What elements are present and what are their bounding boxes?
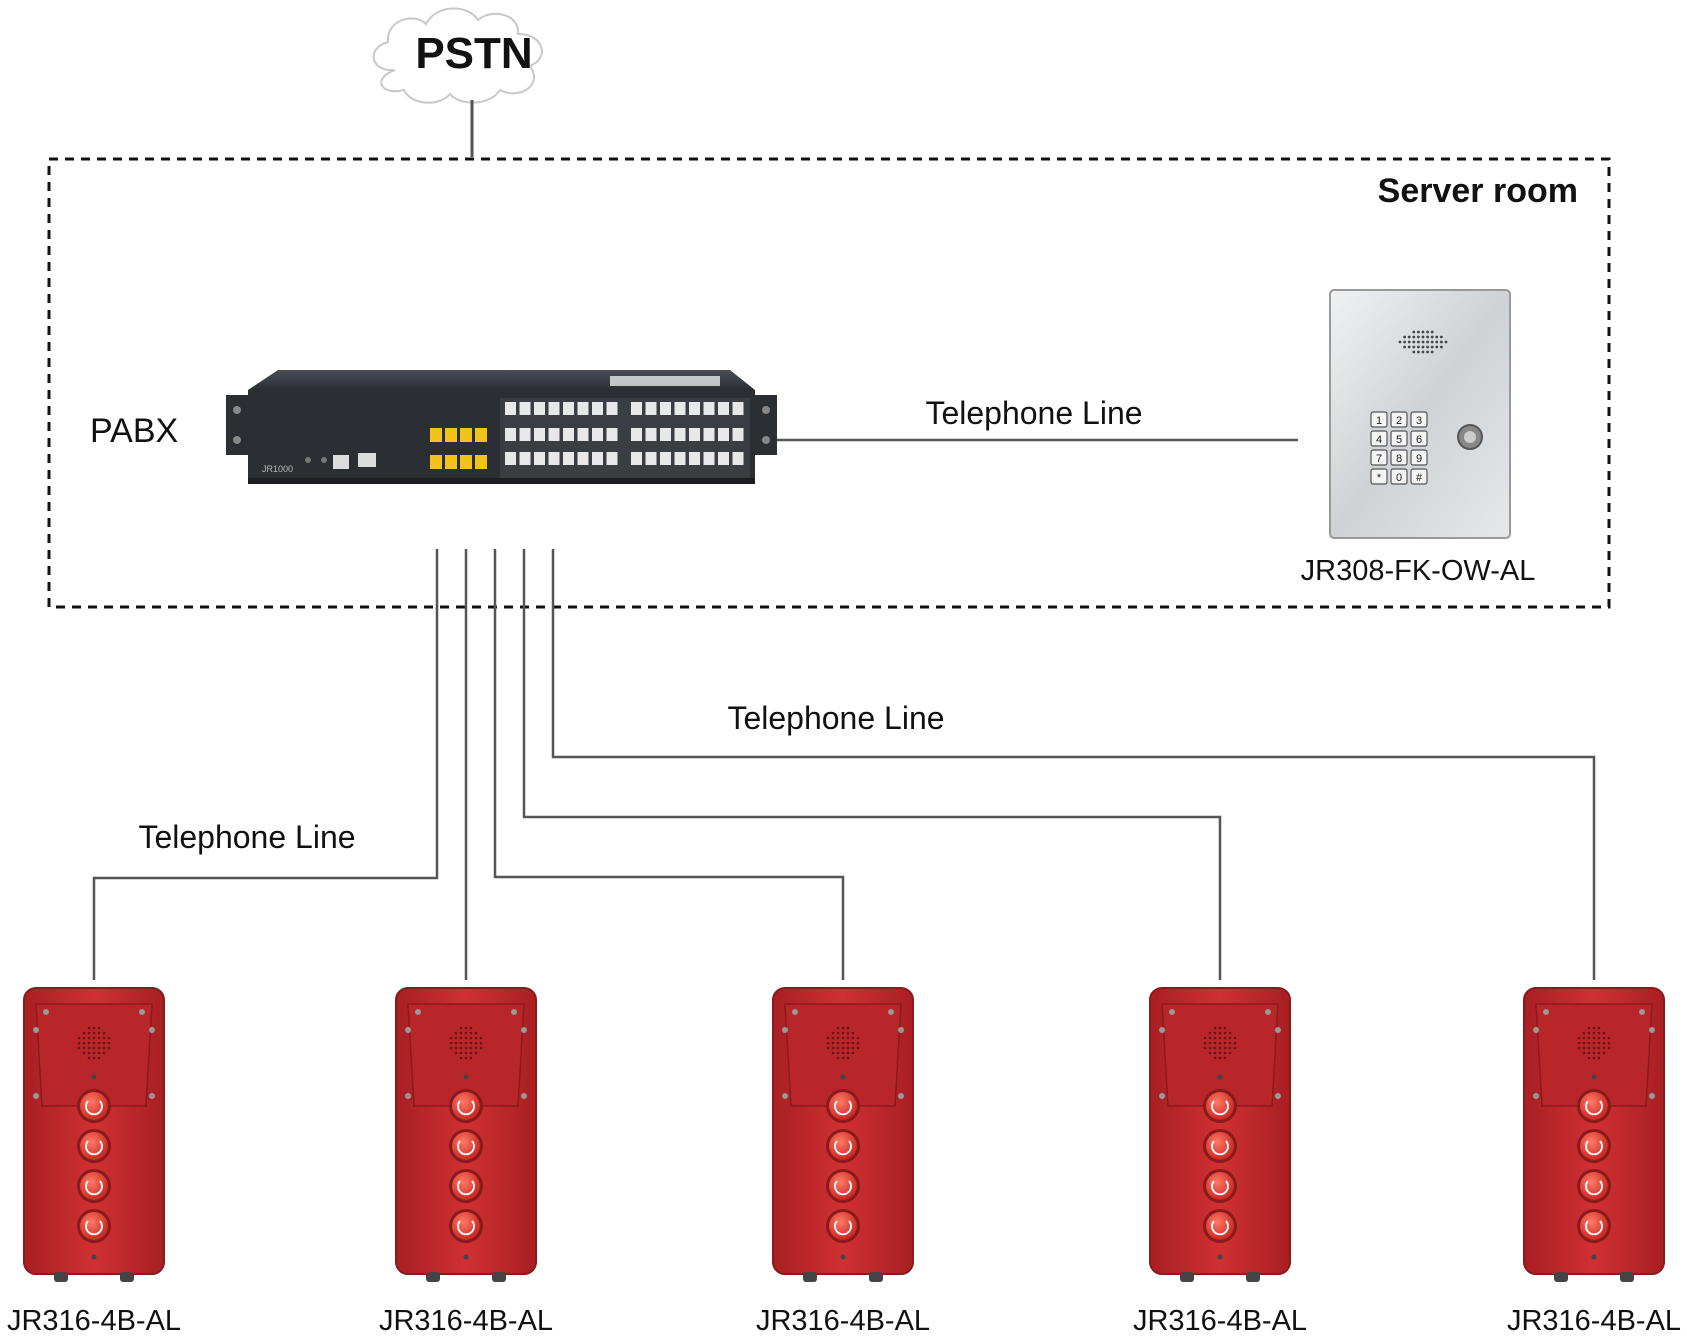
emergency-button-icon (1580, 1172, 1608, 1200)
keypad-key-label: * (1377, 472, 1382, 484)
emergency-button-icon (80, 1172, 108, 1200)
left-phone-line-label: Telephone Line (138, 819, 355, 855)
emergency-phone: JR316-4B-AL (1133, 987, 1307, 1337)
keypad-phone: 1 2 3 4 5 6 7 8 9 * 0 # JR308-FK-OW-AL (1301, 289, 1536, 587)
emergency-button-icon (452, 1092, 480, 1120)
pstn-cloud: PSTN (372, 7, 543, 104)
keypad-key-label: 0 (1396, 472, 1402, 484)
emergency-phone: JR316-4B-AL (756, 987, 930, 1337)
emergency-button-icon (80, 1212, 108, 1240)
emergency-button-icon (1580, 1212, 1608, 1240)
speaker-grille-icon (1398, 330, 1448, 354)
keypad-key-label: 7 (1376, 453, 1382, 465)
emergency-button-icon (80, 1092, 108, 1120)
emergency-phone: JR316-4B-AL (379, 987, 553, 1337)
emergency-phones: JR316-4B-AL JR316-4B-AL JR316-4B-AL JR316-4… (7, 987, 1681, 1337)
emergency-button-icon (829, 1212, 857, 1240)
emergency-button-icon (829, 1132, 857, 1160)
emergency-button-icon (1206, 1132, 1234, 1160)
keypad-key-label: 9 (1416, 453, 1422, 465)
keypad-key (1370, 430, 1388, 447)
keypad-key-label: 8 (1396, 453, 1402, 465)
keypad-key (1390, 411, 1408, 428)
keypad-key-label: 1 (1376, 415, 1382, 427)
pabx-trunk-ports (430, 428, 487, 469)
emergency-button-icon (829, 1092, 857, 1120)
emergency-button-icon (452, 1132, 480, 1160)
server-room-label: Server room (1378, 172, 1578, 210)
emergency-button-icon (1206, 1172, 1234, 1200)
keypad-key (1390, 430, 1408, 447)
keypad-key (1410, 449, 1428, 466)
keypad-key (1370, 449, 1388, 466)
emergency-phone-model: JR316-4B-AL (1507, 1305, 1681, 1337)
server-room-boundary (47, 157, 1611, 609)
keypad-key (1390, 468, 1408, 485)
keypad-key (1390, 449, 1408, 466)
emergency-button-icon (452, 1172, 480, 1200)
keypad-key (1370, 468, 1388, 485)
emergency-button-icon (1580, 1132, 1608, 1160)
keypad-key-label: 4 (1376, 434, 1382, 446)
emergency-button-icon (829, 1172, 857, 1200)
emergency-phone-model: JR316-4B-AL (1133, 1305, 1307, 1337)
keypad-key-label: 2 (1396, 415, 1402, 427)
emergency-phone: JR316-4B-AL (7, 987, 181, 1337)
keypad-grid: 1 2 3 4 5 6 7 8 9 * 0 # (1370, 411, 1428, 485)
pstn-label: PSTN (415, 29, 532, 78)
right-phones-line-label: Telephone Line (727, 700, 944, 736)
keypad-key-label: # (1416, 472, 1423, 484)
pabx-device: JR1000 (226, 370, 777, 484)
emergency-button-icon (80, 1132, 108, 1160)
pabx-extension-ports (500, 398, 750, 478)
keypad-key (1410, 468, 1428, 485)
branch-wires (92, 549, 1596, 980)
keypad-key (1410, 430, 1428, 447)
emergency-phone-model: JR316-4B-AL (756, 1305, 930, 1337)
pabx-model: JR1000 (262, 464, 293, 474)
emergency-button-icon (1206, 1092, 1234, 1120)
keypad-key (1410, 411, 1428, 428)
speaker-grille-icon (449, 1026, 483, 1060)
speaker-grille-icon (1577, 1026, 1611, 1060)
speaker-grille-icon (1203, 1026, 1237, 1060)
pabx-label: PABX (90, 412, 178, 450)
speaker-grille-icon (826, 1026, 860, 1060)
keypad-key (1370, 411, 1388, 428)
emergency-phone-model: JR316-4B-AL (7, 1305, 181, 1337)
emergency-button-icon (1580, 1092, 1608, 1120)
keypad-phone-model: JR308-FK-OW-AL (1301, 555, 1536, 587)
keypad-line-label: Telephone Line (925, 395, 1142, 431)
emergency-button-icon (1206, 1212, 1234, 1240)
emergency-button-icon (452, 1212, 480, 1240)
keypad-key-label: 3 (1416, 415, 1422, 427)
speaker-grille-icon (77, 1026, 111, 1060)
keypad-key-label: 6 (1416, 434, 1422, 446)
emergency-phone: JR316-4B-AL (1507, 987, 1681, 1337)
keypad-key-label: 5 (1396, 434, 1402, 446)
emergency-phone-model: JR316-4B-AL (379, 1305, 553, 1337)
